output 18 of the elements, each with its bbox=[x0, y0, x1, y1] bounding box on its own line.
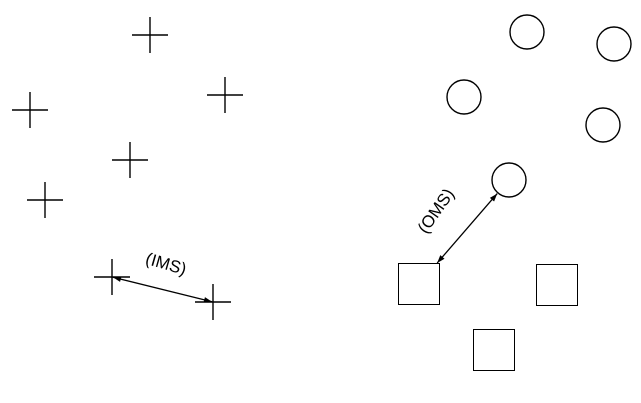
cross-mark bbox=[207, 77, 243, 113]
circle-shape bbox=[446, 79, 482, 115]
cross-mark bbox=[12, 92, 48, 128]
square-shape bbox=[398, 263, 440, 305]
circle-shape bbox=[491, 162, 527, 198]
square-shape bbox=[473, 329, 515, 371]
cross-mark bbox=[94, 259, 130, 295]
circle-shape bbox=[585, 107, 621, 143]
cross-mark bbox=[195, 284, 231, 320]
circle-shape bbox=[509, 14, 545, 50]
double-arrow bbox=[112, 276, 212, 303]
cross-mark bbox=[132, 17, 168, 53]
cross-mark bbox=[27, 182, 63, 218]
square-shape bbox=[536, 264, 578, 306]
cross-mark bbox=[112, 142, 148, 178]
edge-label: (IMS) bbox=[144, 250, 188, 278]
circle-shape bbox=[596, 26, 632, 62]
double-arrow bbox=[436, 193, 498, 264]
